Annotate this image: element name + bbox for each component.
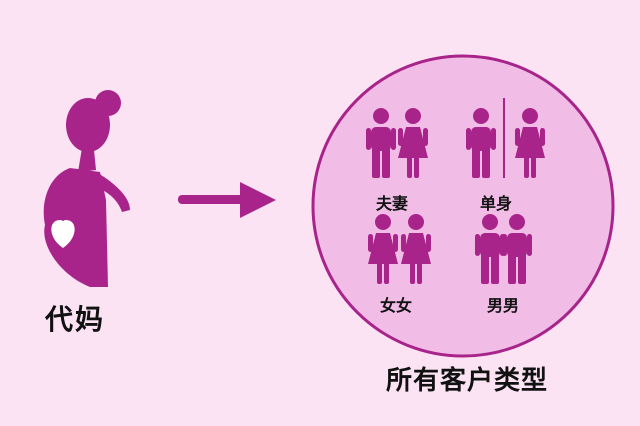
surrogate-label: 代妈 xyxy=(45,303,106,336)
client-types-circle xyxy=(311,54,615,358)
group-label-single: 单身 xyxy=(480,194,513,213)
group-label-female-female: 女女 xyxy=(380,296,413,315)
client-types-caption: 所有客户类型 xyxy=(386,366,549,396)
group-label-male-male: 男男 xyxy=(487,296,520,315)
arrow-right-icon xyxy=(178,182,276,218)
group-label-couple: 夫妻 xyxy=(376,194,409,213)
heart-icon xyxy=(51,220,75,248)
pregnant-woman-icon xyxy=(43,90,130,287)
single-man-woman-icon xyxy=(466,98,545,178)
